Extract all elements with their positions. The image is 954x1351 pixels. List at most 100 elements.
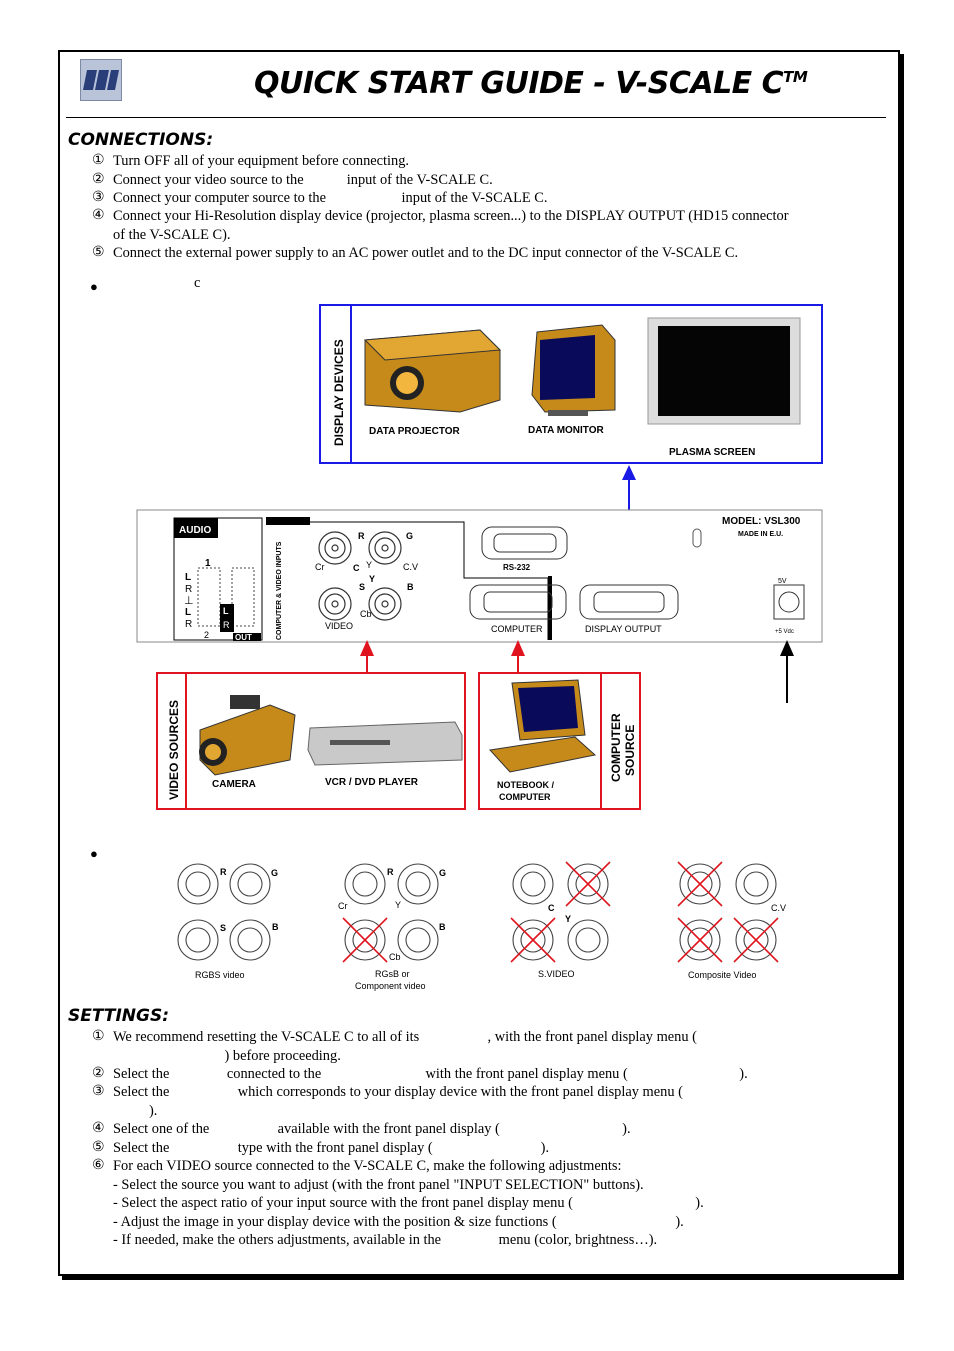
model-label: MODEL: VSL300: [722, 516, 801, 527]
bnc-y-label: Y: [366, 560, 372, 570]
composite-caption: Composite Video: [688, 970, 756, 980]
settings-item-text-5: Select one of the available with the fro…: [113, 1121, 631, 1137]
settings-item-text-6: Select the type with the front panel dis…: [113, 1140, 550, 1156]
company-logo: [80, 59, 122, 101]
settings-item-text-10: - Adjust the image in your display devic…: [113, 1214, 684, 1230]
camera-icon: [199, 695, 296, 776]
data-projector-label: DATA PROJECTOR: [369, 426, 461, 437]
connections-item-num-3: ④: [92, 208, 105, 223]
title-rule: [66, 117, 886, 118]
connections-item-text-5: Connect the external power supply to an …: [113, 245, 739, 261]
c4-cv: C.V: [771, 903, 786, 913]
bullet-1: ●: [90, 279, 98, 294]
notebook-icon: [489, 679, 597, 773]
bnc-r-label: R: [358, 531, 365, 541]
c2-b: B: [439, 922, 446, 932]
connections-item-num-5: ⑤: [92, 245, 105, 260]
c1-r: R: [220, 867, 227, 877]
plasma-screen-label: PLASMA SCREEN: [669, 447, 755, 458]
c2-cb: Cb: [389, 952, 401, 962]
settings-item-num-0: ①: [92, 1029, 105, 1044]
power-bottom-label: +5 Vdc: [775, 629, 794, 635]
settings-item-num-5: ④: [92, 1121, 105, 1136]
vcr-icon: [307, 721, 463, 766]
settings-item-text-1: ) before proceeding.: [113, 1048, 341, 1064]
bullet-2: ●: [90, 846, 98, 861]
connections-item-text-4: of the V-SCALE C).: [113, 227, 231, 243]
computer-label: COMPUTER: [499, 792, 551, 802]
bnc-group: [318, 531, 402, 621]
settings-item-text-8: - Select the source you want to adjust (…: [113, 1177, 644, 1193]
display-output-label: DISPLAY OUTPUT: [585, 624, 662, 634]
c1-g: G: [271, 868, 278, 878]
power-top-label: 5V: [778, 578, 787, 585]
connections-item-text-0: Turn OFF all of your equipment before co…: [113, 153, 410, 169]
connections-heading: CONNECTIONS:: [68, 130, 214, 150]
computer-source-label-2: SOURCE: [623, 725, 637, 776]
rgsb-caption-1: RGsB or: [375, 969, 410, 979]
audio-label: AUDIO: [179, 525, 211, 536]
audio-l-2: L: [185, 607, 191, 618]
settings-item-text-2: Select the connected to the with the fro…: [113, 1066, 748, 1082]
connections-item-num-2: ③: [92, 190, 105, 205]
settings-item-num-2: ②: [92, 1066, 105, 1081]
inputs-label: COMPUTER & VIDEO INPUTS: [276, 541, 283, 640]
bnc-s-label: S: [359, 582, 365, 592]
c2-cr: Cr: [338, 901, 348, 911]
bnc-g-label: G: [406, 531, 413, 541]
data-monitor-icon: [531, 324, 616, 416]
settings-item-text-7: For each VIDEO source connected to the V…: [113, 1158, 622, 1174]
connections-item-num-1: ②: [92, 172, 105, 187]
c1-b: B: [272, 922, 279, 932]
display-devices-label: DISPLAY DEVICES: [332, 339, 346, 446]
bnc-cb-label: Cb: [360, 609, 372, 619]
computer-source-label-1: COMPUTER: [609, 713, 623, 782]
c3-c: C: [548, 903, 555, 913]
audio-out-label: OUT: [235, 633, 252, 642]
computer-input-label: COMPUTER: [491, 624, 543, 634]
c2-g: G: [439, 868, 446, 878]
settings-item-text-11: - If needed, make the others adjustments…: [113, 1232, 658, 1248]
connections-item-text-2: Connect your computer source to the inpu…: [113, 190, 548, 206]
settings-item-text-0: We recommend resetting the V-SCALE C to …: [113, 1029, 697, 1045]
settings-item-text-3: Select the which corresponds to your dis…: [113, 1084, 683, 1100]
rs232-label: RS-232: [503, 563, 531, 572]
rgsb-caption-2: Component video: [355, 981, 426, 991]
page-title: QUICK START GUIDE - V-SCALE CTM: [254, 66, 808, 101]
c2-y: Y: [395, 900, 401, 910]
data-monitor-label: DATA MONITOR: [528, 425, 605, 436]
rgbs-caption: RGBS video: [195, 970, 245, 980]
bnc-cr-label: Cr: [315, 562, 325, 572]
settings-heading: SETTINGS:: [68, 1006, 169, 1026]
bnc-c-label: C: [353, 563, 360, 573]
audio-in-number: 1: [205, 558, 211, 569]
page-frame: [58, 50, 900, 1276]
video-sources-label: VIDEO SOURCES: [167, 700, 181, 800]
settings-item-num-6: ⑤: [92, 1140, 105, 1155]
c3-y: Y: [565, 914, 571, 924]
audio-gnd: ⊥: [184, 595, 194, 607]
bnc-y2-label: Y: [369, 574, 375, 584]
bullet-1-text: c: [194, 275, 201, 291]
data-projector-icon: [363, 329, 502, 413]
connections-item-num-0: ①: [92, 153, 105, 168]
audio-r-1: R: [185, 584, 192, 595]
bnc-cv-label: C.V: [403, 562, 418, 572]
settings-item-num-3: ③: [92, 1084, 105, 1099]
settings-item-text-9: - Select the aspect ratio of your input …: [113, 1195, 704, 1211]
red-crosses: [342, 861, 779, 963]
connections-item-text-3: Connect your Hi-Resolution display devic…: [113, 208, 789, 224]
audio-2: 2: [204, 630, 209, 640]
settings-item-text-4: ).: [113, 1103, 158, 1119]
bnc-b-label: B: [407, 582, 414, 592]
connections-item-text-1: Connect your video source to the input o…: [113, 172, 493, 188]
video-label: VIDEO: [325, 621, 353, 631]
settings-item-num-7: ⑥: [92, 1158, 105, 1173]
camera-label: CAMERA: [212, 779, 256, 790]
audio-out-r: R: [223, 620, 230, 630]
vcr-label: VCR / DVD PLAYER: [325, 777, 419, 788]
made-in-label: MADE IN E.U.: [738, 531, 783, 538]
audio-l-1: L: [185, 572, 191, 583]
